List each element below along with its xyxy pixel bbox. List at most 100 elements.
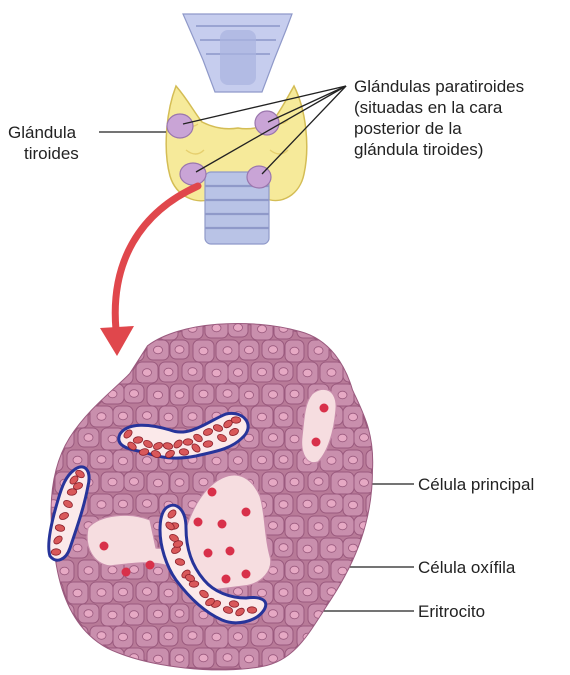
chief-cell-nucleus	[130, 478, 139, 486]
chief-cell-nucleus	[360, 346, 369, 354]
chief-cell-nucleus	[60, 391, 69, 399]
chief-cell-nucleus	[314, 347, 323, 355]
chief-cell-nucleus	[303, 324, 312, 332]
chief-cell-nucleus	[73, 325, 82, 333]
chief-cell-nucleus	[175, 391, 184, 399]
erythrocyte-label: Eritrocito	[418, 601, 485, 622]
chief-cell-nucleus	[49, 412, 58, 420]
oxyphil-cell-label: Célula oxífila	[418, 557, 515, 578]
chief-cell-nucleus	[188, 368, 197, 376]
chief-cell	[124, 340, 144, 361]
parathyroid-gland-upper-left	[167, 114, 193, 138]
chief-cell-nucleus	[279, 368, 288, 376]
chief-cell	[377, 384, 399, 404]
erythrocyte	[247, 607, 257, 614]
chief-cell	[320, 670, 343, 675]
chief-cell-nucleus	[199, 654, 208, 662]
chief-cell	[90, 362, 113, 381]
chief-cell	[55, 604, 74, 624]
chief-cell-nucleus	[143, 369, 152, 377]
chief-cell-nucleus	[49, 633, 58, 641]
chief-cell	[67, 626, 88, 646]
chief-cell	[366, 538, 388, 557]
chief-cell-nucleus	[154, 655, 163, 663]
chief-cell	[377, 560, 399, 580]
chief-cell-nucleus	[143, 500, 152, 508]
chief-cell-nucleus	[258, 632, 267, 640]
chief-cell-nucleus	[373, 501, 382, 509]
chief-cell-nucleus	[234, 633, 243, 641]
chief-cell-nucleus	[327, 457, 336, 465]
chief-cell-nucleus	[349, 501, 358, 509]
chief-cell-nucleus	[234, 457, 243, 465]
chief-cell	[354, 384, 374, 405]
chief-cell-nucleus	[212, 457, 221, 465]
chief-cell-nucleus	[84, 567, 93, 575]
chief-cell-nucleus	[290, 347, 299, 355]
chief-cell-nucleus	[314, 654, 323, 662]
oxyphil-cell-label-text: Célula oxífila	[418, 558, 515, 577]
chief-cell	[251, 670, 273, 675]
chief-cell	[377, 428, 399, 450]
chief-cell-nucleus	[130, 347, 139, 355]
chief-cell-nucleus	[212, 324, 221, 332]
chief-cell	[78, 384, 99, 405]
chief-cell-nucleus	[49, 324, 58, 332]
parathyroid-gland-lower-left	[180, 163, 206, 185]
chief-cell-nucleus	[97, 456, 106, 464]
chief-cell	[366, 626, 388, 645]
chief-cell-nucleus	[349, 544, 358, 552]
chief-cell-nucleus	[338, 479, 347, 487]
chief-cell-nucleus	[384, 478, 393, 486]
chief-cell-nucleus	[360, 391, 369, 399]
chief-cell-nucleus	[258, 368, 267, 376]
chief-cell-nucleus	[143, 588, 152, 596]
chief-cell-nucleus	[338, 391, 347, 399]
chief-cell-nucleus	[303, 588, 312, 596]
chief-cell	[366, 450, 388, 469]
chief-cell-nucleus	[175, 655, 184, 663]
chief-cell-nucleus	[349, 589, 358, 597]
chief-cell	[377, 340, 399, 362]
chief-cell-nucleus	[119, 457, 128, 465]
chief-cell-nucleus	[384, 654, 393, 662]
chief-cell-nucleus	[164, 632, 173, 640]
parathyroid-label-line-2: (situadas en la cara	[354, 97, 524, 118]
chief-cell-nucleus	[290, 478, 299, 486]
thyroid-label-line-2: tiroides	[8, 143, 79, 164]
chief-cell-nucleus	[108, 566, 117, 574]
erythrocyte	[183, 439, 193, 446]
chief-cell-nucleus	[119, 588, 128, 596]
chief-cell-nucleus	[245, 391, 254, 399]
chief-cell-nucleus	[269, 522, 278, 530]
chief-cell	[90, 670, 113, 675]
chief-cell-nucleus	[60, 610, 69, 618]
chief-cell-nucleus	[349, 456, 358, 464]
chief-cell-nucleus	[97, 632, 106, 640]
chief-cell	[44, 318, 63, 337]
chief-cell-nucleus	[279, 632, 288, 640]
parathyroid-glands-label: Glándulas paratiroides (situadas en la c…	[354, 76, 524, 160]
chief-cell-nucleus	[290, 390, 299, 398]
chief-cell-nucleus	[108, 654, 117, 662]
parathyroid-label-line-4: glándula tiroides)	[354, 139, 524, 160]
chief-cell-nucleus	[269, 434, 278, 442]
chief-cell-nucleus	[279, 544, 288, 552]
chief-cell-nucleus	[130, 390, 139, 398]
chief-cell-nucleus	[338, 522, 347, 530]
chief-cell-nucleus	[258, 589, 267, 597]
chief-cell-label-text: Célula principal	[418, 475, 534, 494]
chief-cell-nucleus	[212, 369, 221, 377]
chief-cell-nucleus	[327, 324, 336, 332]
chief-cell	[366, 494, 388, 515]
chief-cell-nucleus	[73, 589, 82, 597]
chief-cell-nucleus	[327, 369, 336, 377]
chief-cell-nucleus	[188, 632, 197, 640]
chief-cell-nucleus	[223, 390, 232, 398]
chief-cell	[274, 670, 293, 675]
chief-cell-nucleus	[73, 413, 82, 421]
chief-cell-nucleus	[314, 478, 323, 486]
chief-cell-nucleus	[154, 479, 163, 487]
chief-cell-nucleus	[373, 456, 382, 464]
chief-cell-nucleus	[373, 589, 382, 597]
